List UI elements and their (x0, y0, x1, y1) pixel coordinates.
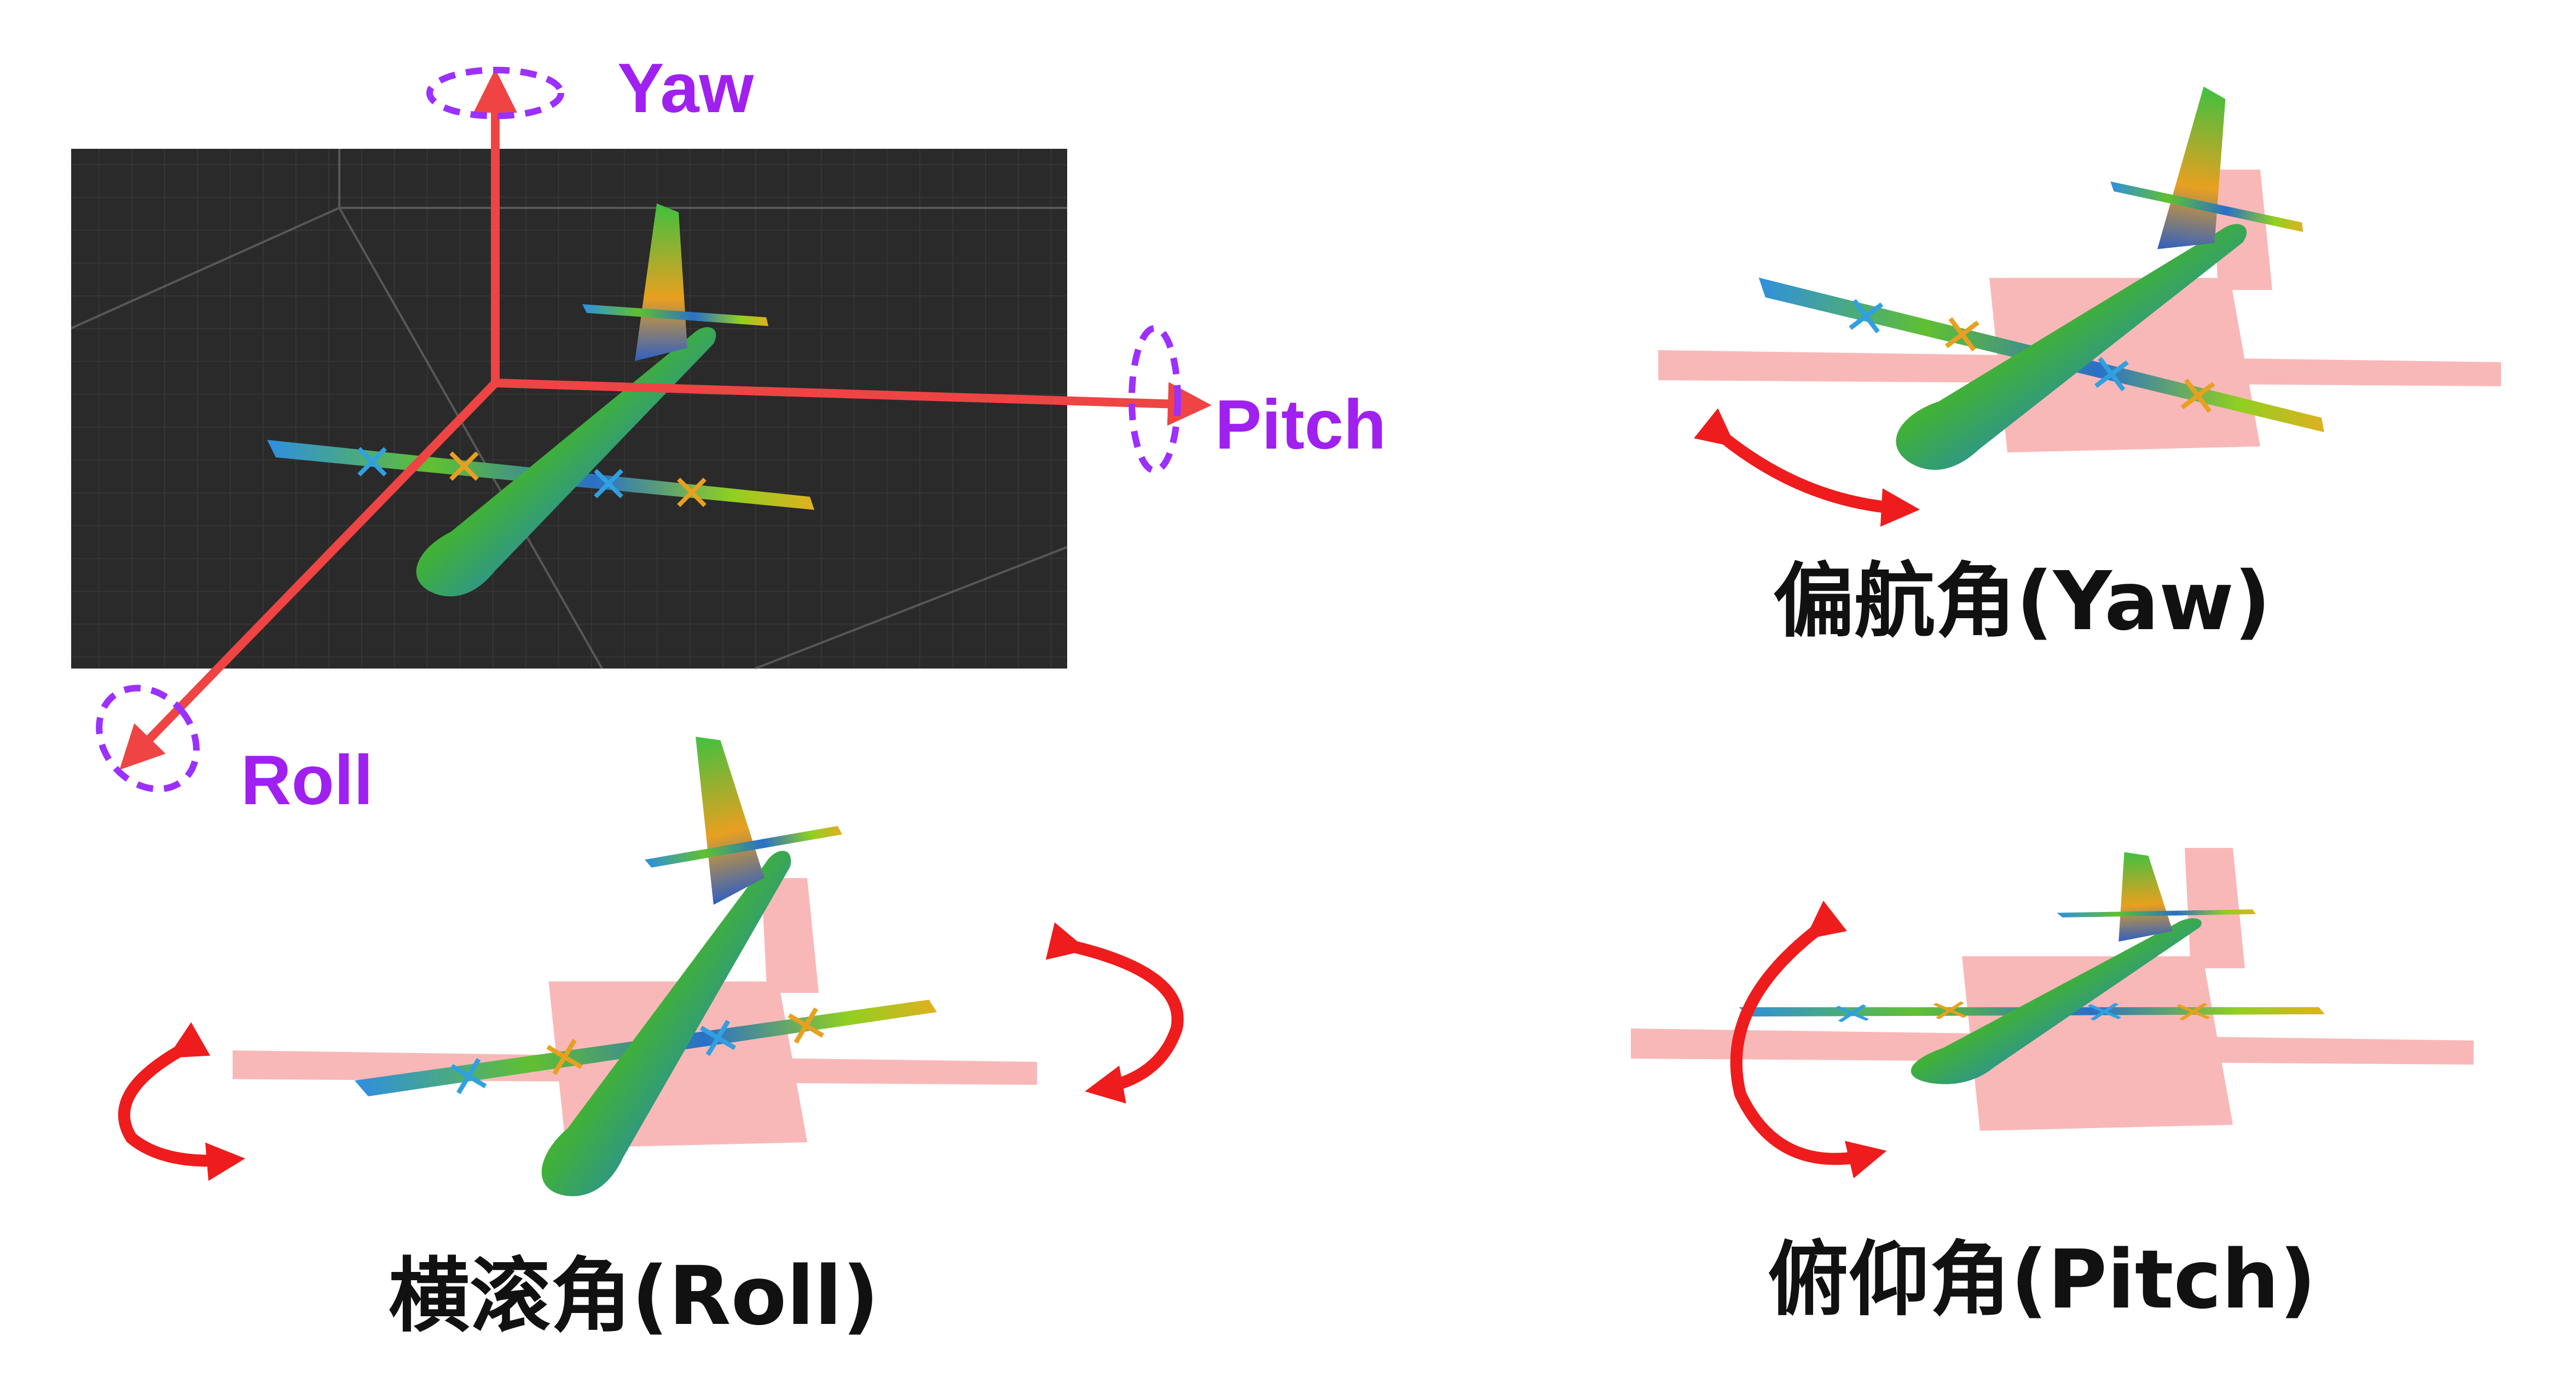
panel-perspective-lines (71, 149, 1068, 670)
yaw-rotation-arrow (1694, 408, 1920, 527)
roll-example: 横滚角(Roll) (118, 696, 1184, 1343)
roll-axis-label: Roll (241, 741, 373, 820)
pitch-axis-label: Pitch (1215, 386, 1386, 464)
axes-panel (71, 149, 1068, 670)
pitch-example: 俯仰角(Pitch) (1631, 843, 2474, 1327)
panel-grid (71, 149, 1067, 669)
pitch-rotation-marker (1128, 325, 1181, 474)
yaw-caption: 偏航角(Yaw) (1773, 554, 2271, 648)
yaw-axis-label: Yaw (617, 49, 754, 127)
roll-right-arrow (1045, 922, 1184, 1104)
roll-axis (119, 380, 499, 770)
yaw-shadow (1658, 170, 2501, 452)
yaw-rotation-marker (426, 67, 564, 119)
pitch-axis (495, 379, 1212, 426)
rotation-markers (96, 67, 1181, 793)
yaw-example: 偏航角(Yaw) (1658, 29, 2501, 648)
pitch-caption: 俯仰角(Pitch) (1768, 1233, 2316, 1327)
roll-caption: 横滚角(Roll) (389, 1249, 879, 1343)
roll-aircraft (294, 696, 959, 1242)
roll-rotation-marker (96, 684, 200, 793)
roll-left-arrow (118, 1022, 246, 1181)
axis-arrows (119, 69, 1212, 770)
pitch-rotation-arrow (1730, 900, 1887, 1178)
